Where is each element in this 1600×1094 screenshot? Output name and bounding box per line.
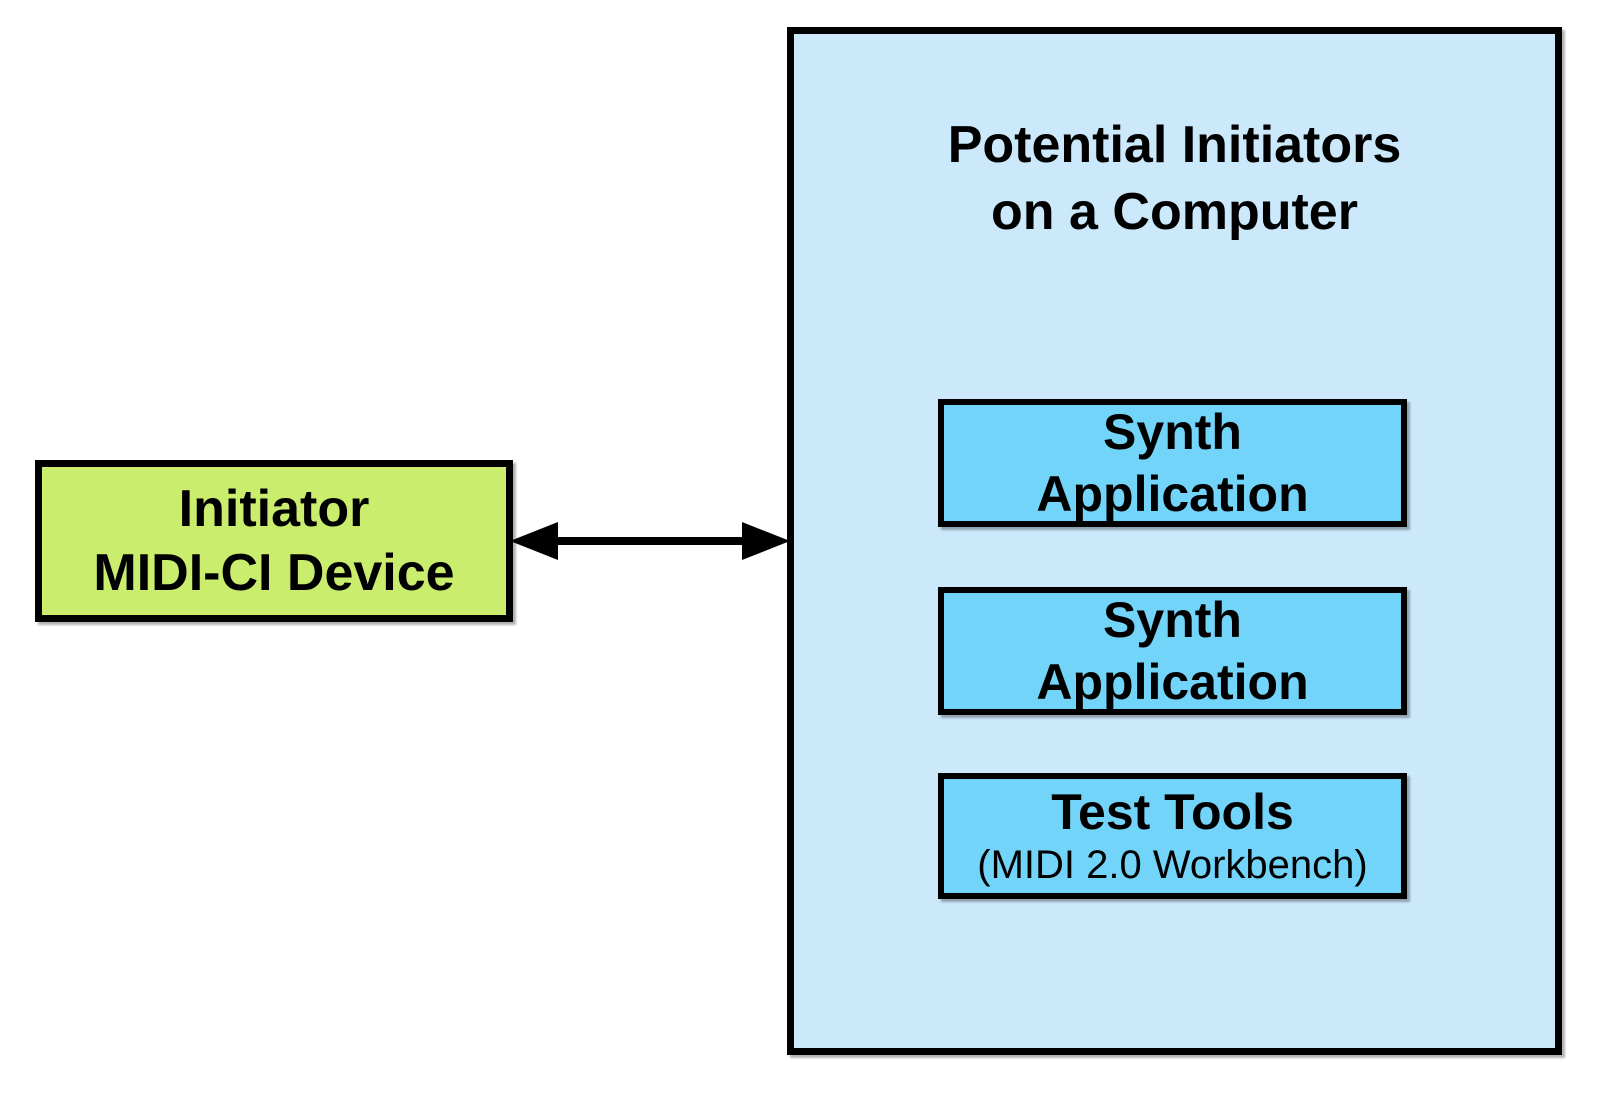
synth-application-2-line1: Synth	[1103, 592, 1242, 648]
potential-initiators-container: Potential Initiators on a Computer Synth…	[787, 27, 1562, 1055]
synth-application-1-line2: Application	[1036, 466, 1309, 522]
synth-application-box-2: Synth Application	[938, 587, 1407, 715]
container-title-line1: Potential Initiators	[947, 116, 1402, 174]
synth-application-2-line2: Application	[1036, 654, 1309, 710]
initiator-midi-ci-device-box: Initiator MIDI-CI Device	[35, 460, 513, 622]
initiator-box-label-line1: Initiator	[178, 480, 370, 538]
synth-application-1-line1: Synth	[1103, 404, 1242, 460]
test-tools-box: Test Tools (MIDI 2.0 Workbench)	[938, 773, 1407, 899]
initiator-box-label-line2: MIDI-CI Device	[93, 544, 455, 602]
container-title: Potential Initiators on a Computer	[794, 112, 1555, 246]
bidirectional-arrow-icon	[510, 522, 790, 560]
test-tools-label: Test Tools	[1051, 784, 1294, 840]
container-title-line2: on a Computer	[991, 183, 1358, 241]
synth-application-box-1: Synth Application	[938, 399, 1407, 527]
test-tools-sublabel: (MIDI 2.0 Workbench)	[977, 843, 1368, 887]
